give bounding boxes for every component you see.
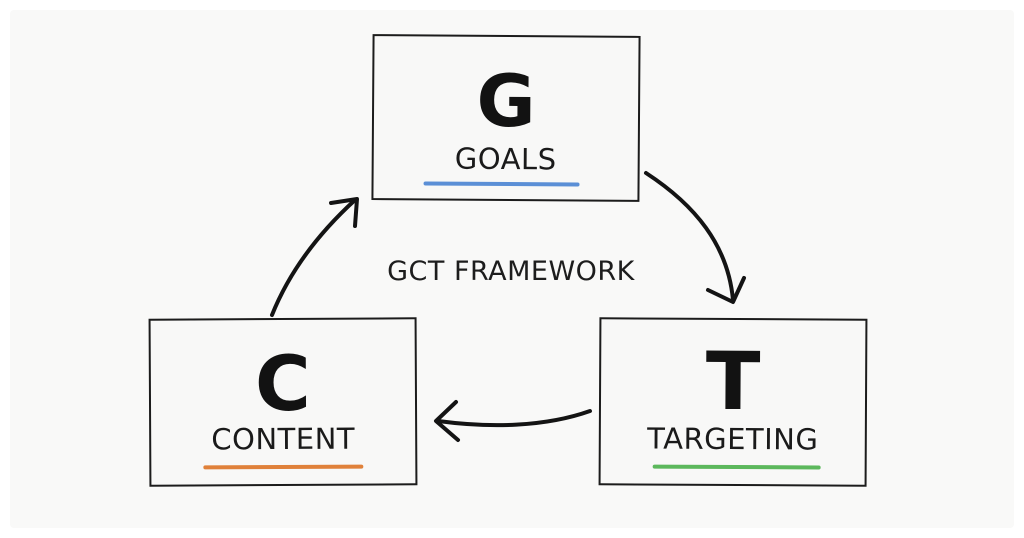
targeting-node: T TARGETING <box>598 317 868 487</box>
targeting-label: TARGETING <box>647 421 819 457</box>
goals-node: G GOALS <box>371 34 641 202</box>
content-node: C CONTENT <box>148 317 418 487</box>
content-letter: C <box>254 338 312 429</box>
targeting-underline <box>652 464 821 470</box>
content-label: CONTENT <box>211 421 356 457</box>
targeting-letter: T <box>705 334 761 429</box>
goals-label: GOALS <box>454 141 557 177</box>
goals-letter: G <box>476 58 536 144</box>
content-underline <box>203 464 364 470</box>
framework-title: GCT FRAMEWORK <box>387 256 635 287</box>
goals-underline <box>423 181 580 187</box>
